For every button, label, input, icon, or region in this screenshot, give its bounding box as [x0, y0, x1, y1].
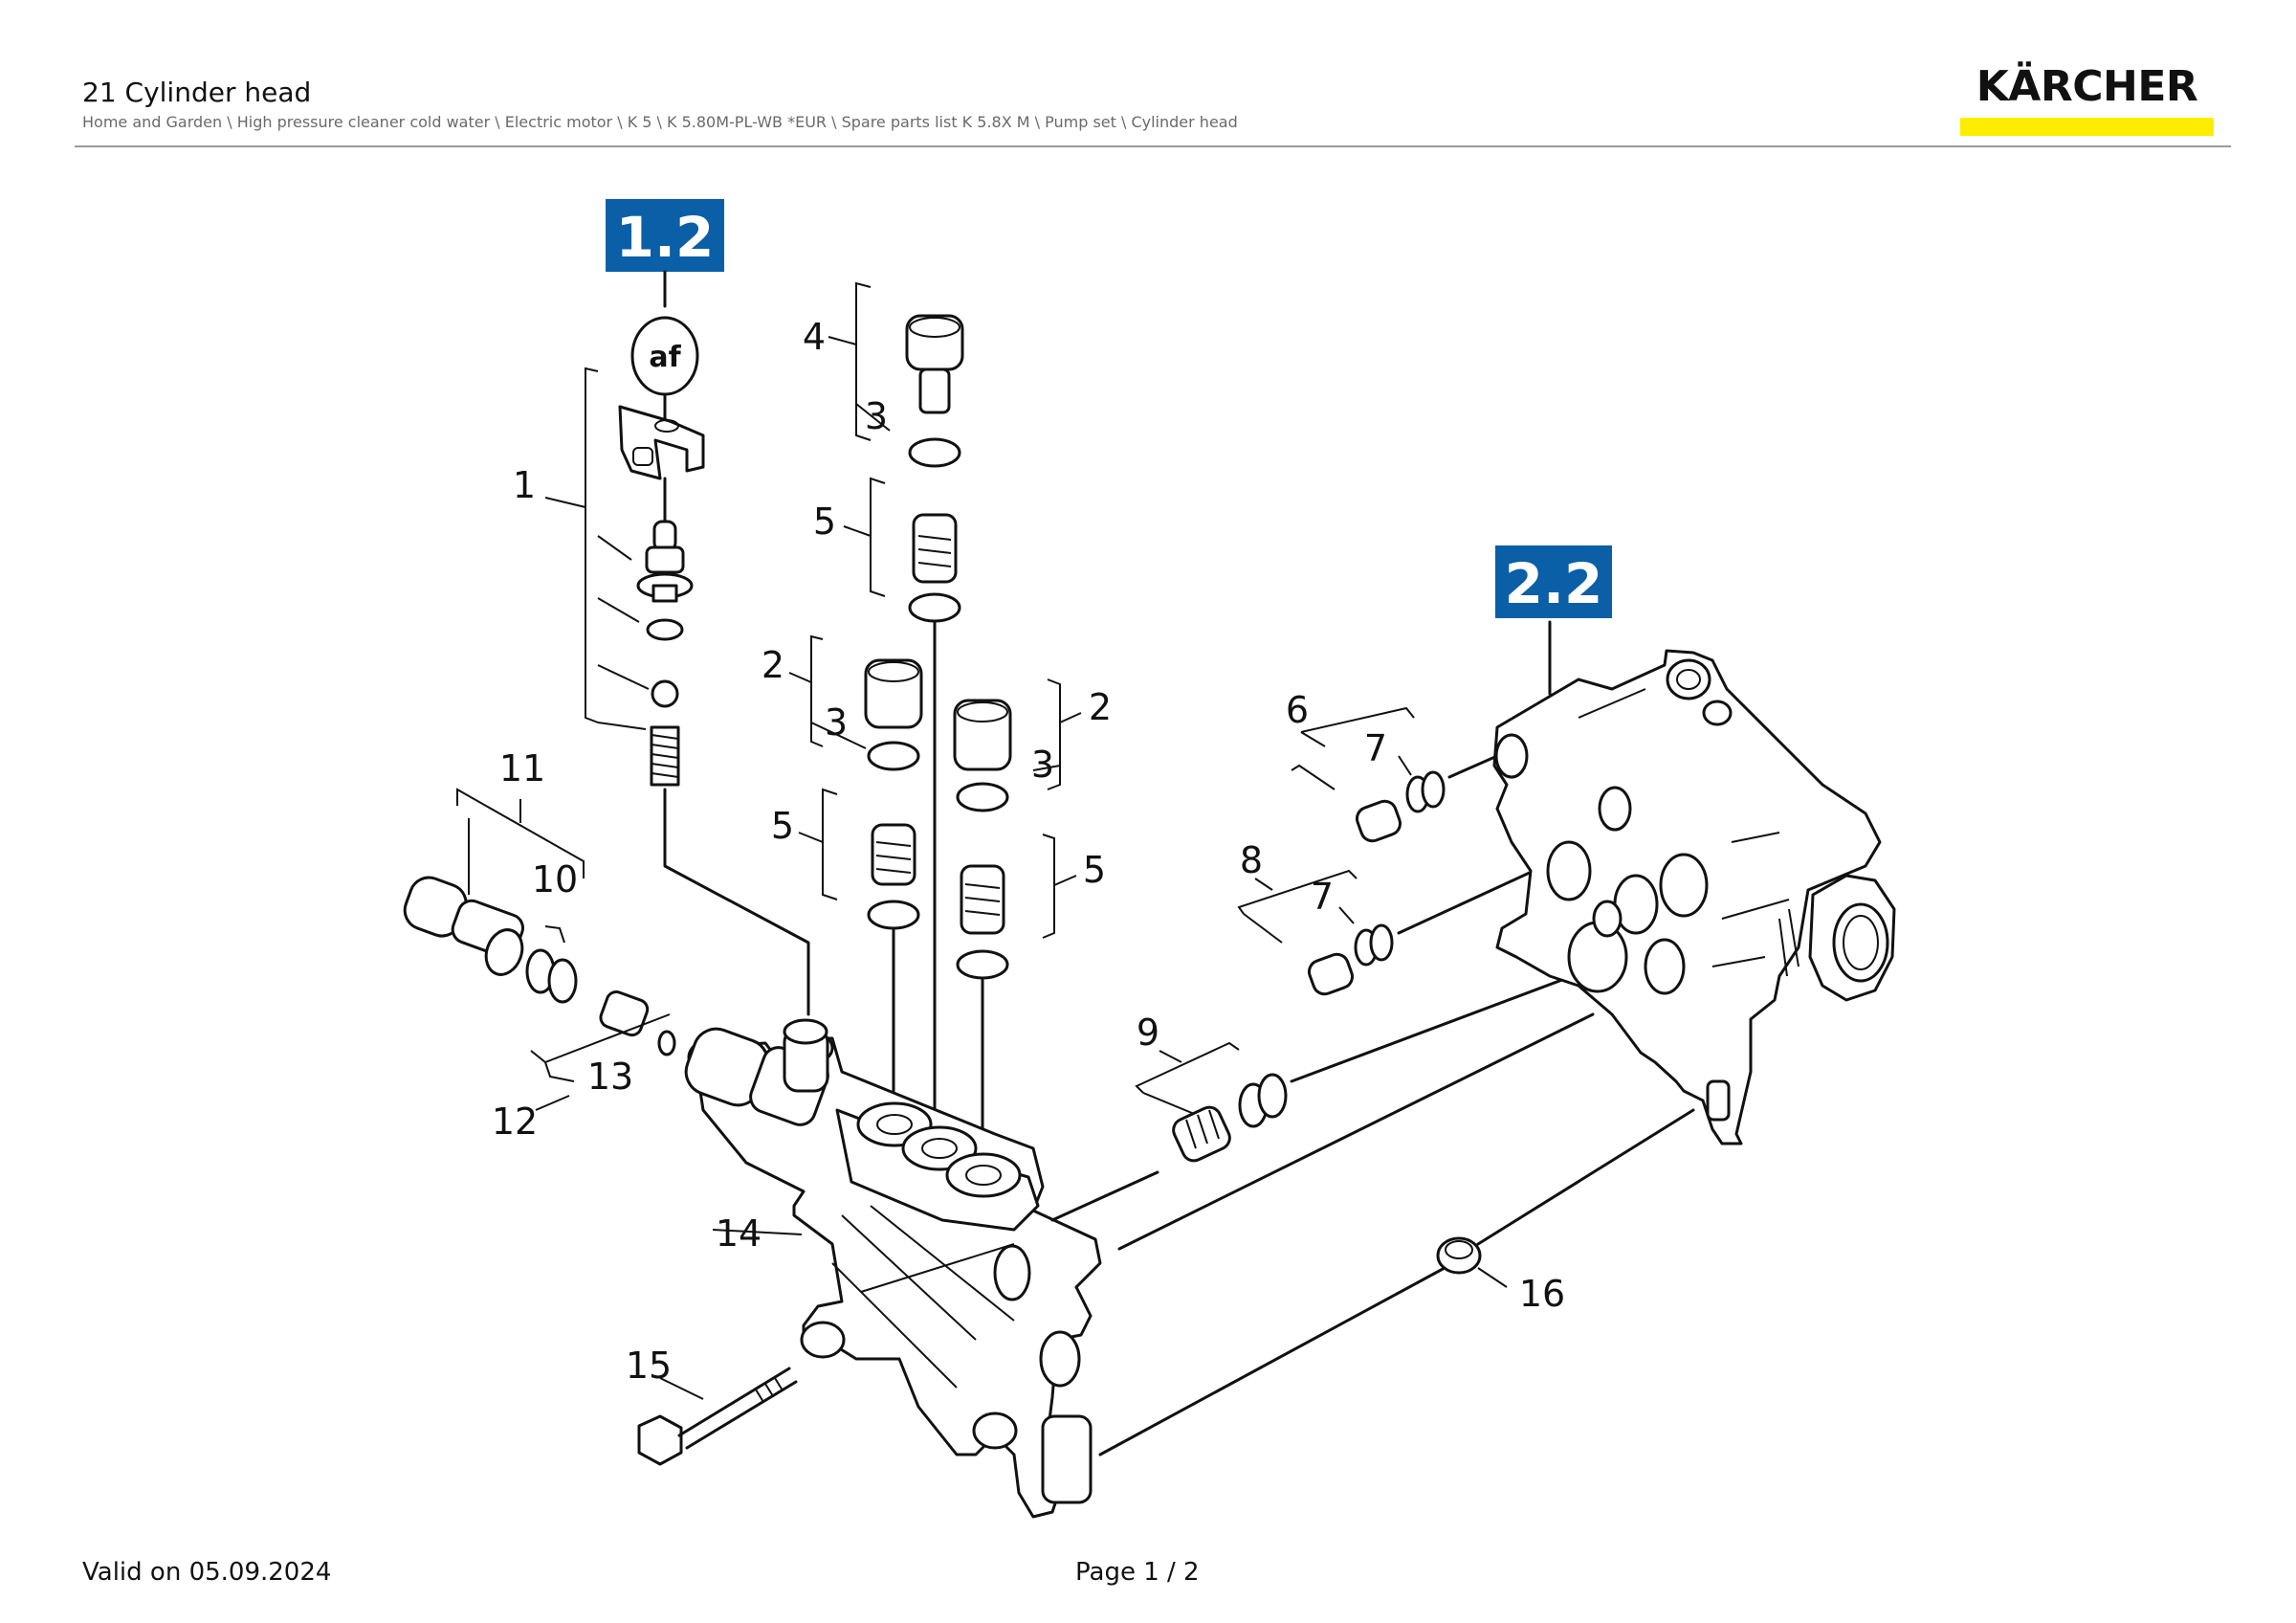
- o-ring-9b: [1257, 1073, 1288, 1119]
- bracket-part: [618, 405, 705, 480]
- callout-16: 16: [1519, 1273, 1565, 1315]
- bolt-part: [637, 1367, 798, 1466]
- callout-9: 9: [1137, 1012, 1159, 1054]
- callout-10: 10: [532, 858, 578, 900]
- connector-part: [403, 876, 524, 976]
- callout-5b: 5: [771, 805, 794, 847]
- o-ring-3b: [867, 741, 920, 771]
- o-ring-5c: [956, 949, 1009, 980]
- callout-3a: 3: [865, 395, 888, 437]
- callout-2b: 2: [1089, 686, 1112, 728]
- check-valve-left-part: [871, 823, 916, 886]
- callout-6: 6: [1286, 689, 1309, 731]
- badge-1-2-box: [606, 199, 724, 272]
- cylinder-head-block-part: [687, 1031, 1102, 1519]
- footer-page-number: Page 1 / 2: [1075, 1558, 1200, 1587]
- logo-wordmark: KÄRCHER: [1976, 62, 2198, 111]
- callout-4: 4: [803, 316, 826, 358]
- callout-5a: 5: [813, 500, 836, 543]
- callout-3c: 3: [1031, 744, 1054, 786]
- o-ring-10b: [547, 958, 578, 1004]
- callout-7a: 7: [1364, 727, 1387, 769]
- plug-8-part: [1307, 952, 1355, 996]
- badge-1-2: 1.2: [616, 205, 715, 270]
- callout-5c: 5: [1083, 849, 1106, 891]
- o-ring-7a-2: [1421, 770, 1446, 809]
- ball-part: [651, 679, 679, 708]
- callout-7b: 7: [1311, 876, 1334, 918]
- logo-yellow-bar: [1960, 118, 2214, 136]
- o-ring-3a: [908, 437, 961, 468]
- nozzle-insert-part: [599, 989, 650, 1037]
- check-valve-9-part: [1172, 1105, 1231, 1163]
- callout-12: 12: [492, 1101, 538, 1143]
- o-ring-3c: [956, 782, 1009, 812]
- o-ring-5b: [867, 900, 920, 930]
- plug-6-part: [1355, 799, 1402, 843]
- check-valve-right-part: [960, 864, 1005, 935]
- o-ring-1: [646, 618, 684, 641]
- callout-11: 11: [499, 747, 545, 789]
- karcher-logo: KÄRCHER: [1960, 63, 2214, 136]
- header-divider: [75, 145, 2231, 147]
- o-ring-13: [657, 1030, 676, 1056]
- pressure-valve-right-part: [953, 699, 1012, 771]
- check-valve-upper-part: [912, 513, 958, 584]
- nut-part: [1436, 1236, 1482, 1275]
- cylinder-head-housing-part: [1492, 649, 1896, 1145]
- callout-8: 8: [1240, 839, 1263, 881]
- callout-13: 13: [587, 1056, 633, 1098]
- callout-15: 15: [626, 1345, 672, 1387]
- callout-2a: 2: [762, 644, 784, 686]
- o-ring-7b-2: [1369, 923, 1394, 962]
- pressure-valve-part: [905, 314, 964, 414]
- spring-part: [650, 725, 680, 787]
- callout-1: 1: [513, 464, 536, 506]
- valve-insert-part: [636, 520, 694, 603]
- pressure-valve-left-part: [864, 658, 923, 729]
- badge-2-2-box: [1495, 545, 1612, 618]
- callout-14: 14: [716, 1212, 762, 1255]
- outlet-fitting-part: [684, 1018, 829, 1126]
- af-symbol-label: af: [649, 341, 681, 374]
- o-ring-5a: [908, 592, 961, 623]
- breadcrumb: Home and Garden \ High pressure cleaner …: [82, 113, 1238, 131]
- callout-3b: 3: [825, 701, 848, 744]
- footer-valid-date: Valid on 05.09.2024: [82, 1558, 332, 1587]
- page-title: 21 Cylinder head: [82, 77, 312, 108]
- badge-2-2: 2.2: [1505, 551, 1603, 616]
